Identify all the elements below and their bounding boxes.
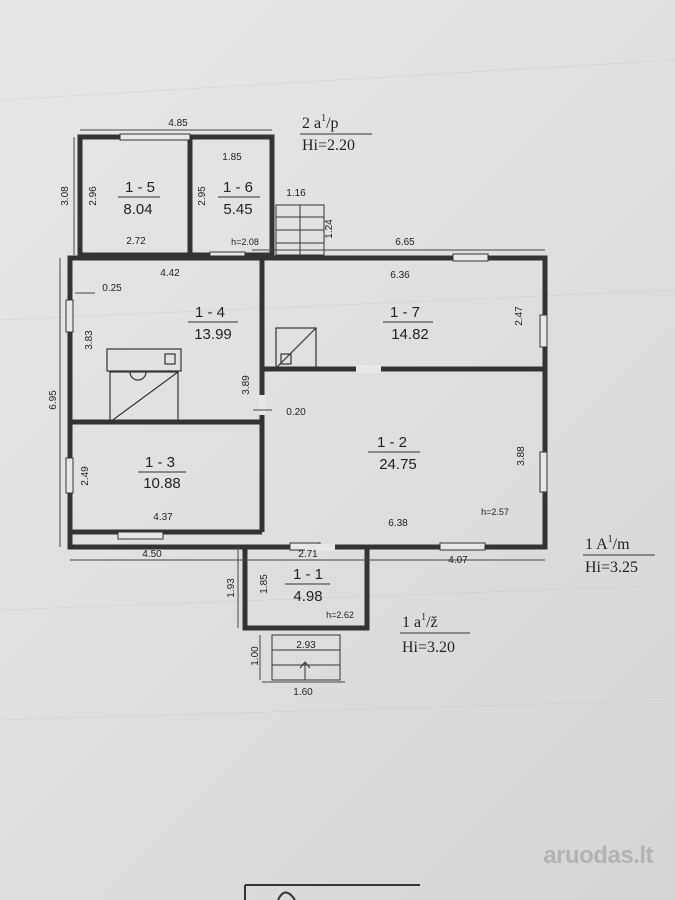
dim-1-16: 1.16	[286, 188, 306, 199]
svg-text:1 a1/ž: 1 a1/ž	[402, 612, 438, 631]
dim-1-85: 1.85	[222, 152, 242, 163]
dim-3-08: 3.08	[60, 186, 71, 206]
svg-text:8.04: 8.04	[123, 201, 152, 218]
height-2-62: h=2.62	[326, 610, 354, 620]
svg-text:Hi=3.20: Hi=3.20	[402, 639, 455, 656]
dim-2-93: 2.93	[296, 640, 316, 651]
dim-2-72: 2.72	[126, 236, 146, 247]
height-2-57: h=2.57	[481, 507, 509, 517]
paper-lines	[0, 59, 675, 721]
dim-1-24: 1.24	[324, 219, 335, 239]
svg-text:1 - 6: 1 - 6	[223, 179, 253, 196]
room-1-4: 1 - 4 13.99	[188, 304, 238, 343]
stairs	[275, 204, 325, 256]
dim-2-95: 2.95	[197, 186, 208, 206]
bottom-edge-drawing	[244, 884, 420, 900]
porch-steps	[271, 634, 341, 681]
svg-text:Hi=3.25: Hi=3.25	[585, 559, 638, 576]
svg-text:Hi=2.20: Hi=2.20	[302, 137, 355, 154]
dim-2-96: 2.96	[88, 186, 99, 206]
svg-text:1 - 5: 1 - 5	[125, 179, 155, 196]
dim-2-47: 2.47	[514, 306, 525, 326]
room-1-7: 1 - 7 14.82	[383, 304, 433, 343]
room-1-5: 1 - 5 8.04	[118, 179, 160, 218]
dimension-labels: 4.85 1.85 3.08 2.96 2.95 2.72 h=2.08 1.1…	[48, 118, 527, 698]
svg-text:2 a1/p: 2 a1/p	[302, 113, 339, 132]
dim-2-49: 2.49	[80, 466, 91, 486]
svg-text:5.45: 5.45	[223, 201, 252, 218]
dim-2-71: 2.71	[298, 549, 318, 560]
dim-1-85b: 1.85	[259, 574, 270, 594]
dim-0-25: 0.25	[102, 283, 122, 294]
svg-text:1 - 1: 1 - 1	[293, 566, 323, 583]
vestibule	[242, 544, 370, 631]
dim-6-38: 6.38	[388, 518, 408, 529]
dim-6-36: 6.36	[390, 270, 410, 281]
room-1-6: 1 - 6 5.45	[218, 179, 260, 218]
dim-4-37: 4.37	[153, 512, 173, 523]
dim-1-93: 1.93	[226, 578, 237, 598]
dim-4-50: 4.50	[142, 549, 162, 560]
dim-3-83: 3.83	[84, 330, 95, 350]
annotation-top: 2 a1/p Hi=2.20	[300, 113, 372, 154]
room-1-1: 1 - 1 4.98	[285, 566, 330, 605]
dim-4-07: 4.07	[448, 555, 468, 566]
room-1-3: 1 - 3 10.88	[138, 454, 186, 492]
dim-6-95: 6.95	[48, 390, 59, 410]
dim-0-20: 0.20	[286, 407, 306, 418]
height-2-08: h=2.08	[231, 237, 259, 247]
dim-4-85: 4.85	[168, 118, 188, 129]
svg-text:13.99: 13.99	[194, 326, 232, 343]
svg-text:14.82: 14.82	[391, 326, 429, 343]
dim-3-88: 3.88	[516, 446, 527, 466]
room-1-2: 1 - 2 24.75	[368, 434, 420, 473]
dim-6-65: 6.65	[395, 237, 415, 248]
svg-text:1 - 4: 1 - 4	[195, 304, 225, 321]
dim-1-60: 1.60	[293, 687, 313, 698]
svg-text:1 - 7: 1 - 7	[390, 304, 420, 321]
svg-text:1 - 2: 1 - 2	[377, 434, 407, 451]
dim-1-00: 1.00	[250, 646, 261, 666]
annotation-main: 1 A1/m Hi=3.25	[583, 534, 655, 576]
dimension-lines	[59, 129, 545, 683]
dim-4-42: 4.42	[160, 268, 180, 279]
svg-text:4.98: 4.98	[293, 588, 322, 605]
svg-text:24.75: 24.75	[379, 456, 417, 473]
dim-3-89: 3.89	[241, 375, 252, 395]
stove-2	[275, 327, 317, 369]
svg-text:10.88: 10.88	[143, 475, 181, 492]
svg-text:1 - 3: 1 - 3	[145, 454, 175, 471]
main-house	[65, 253, 548, 551]
annotation-porch: 1 a1/ž Hi=3.20	[400, 612, 470, 656]
svg-text:1 A1/m: 1 A1/m	[585, 534, 630, 553]
watermark-logo: aruodas.lt	[543, 842, 653, 869]
stove	[106, 348, 182, 423]
